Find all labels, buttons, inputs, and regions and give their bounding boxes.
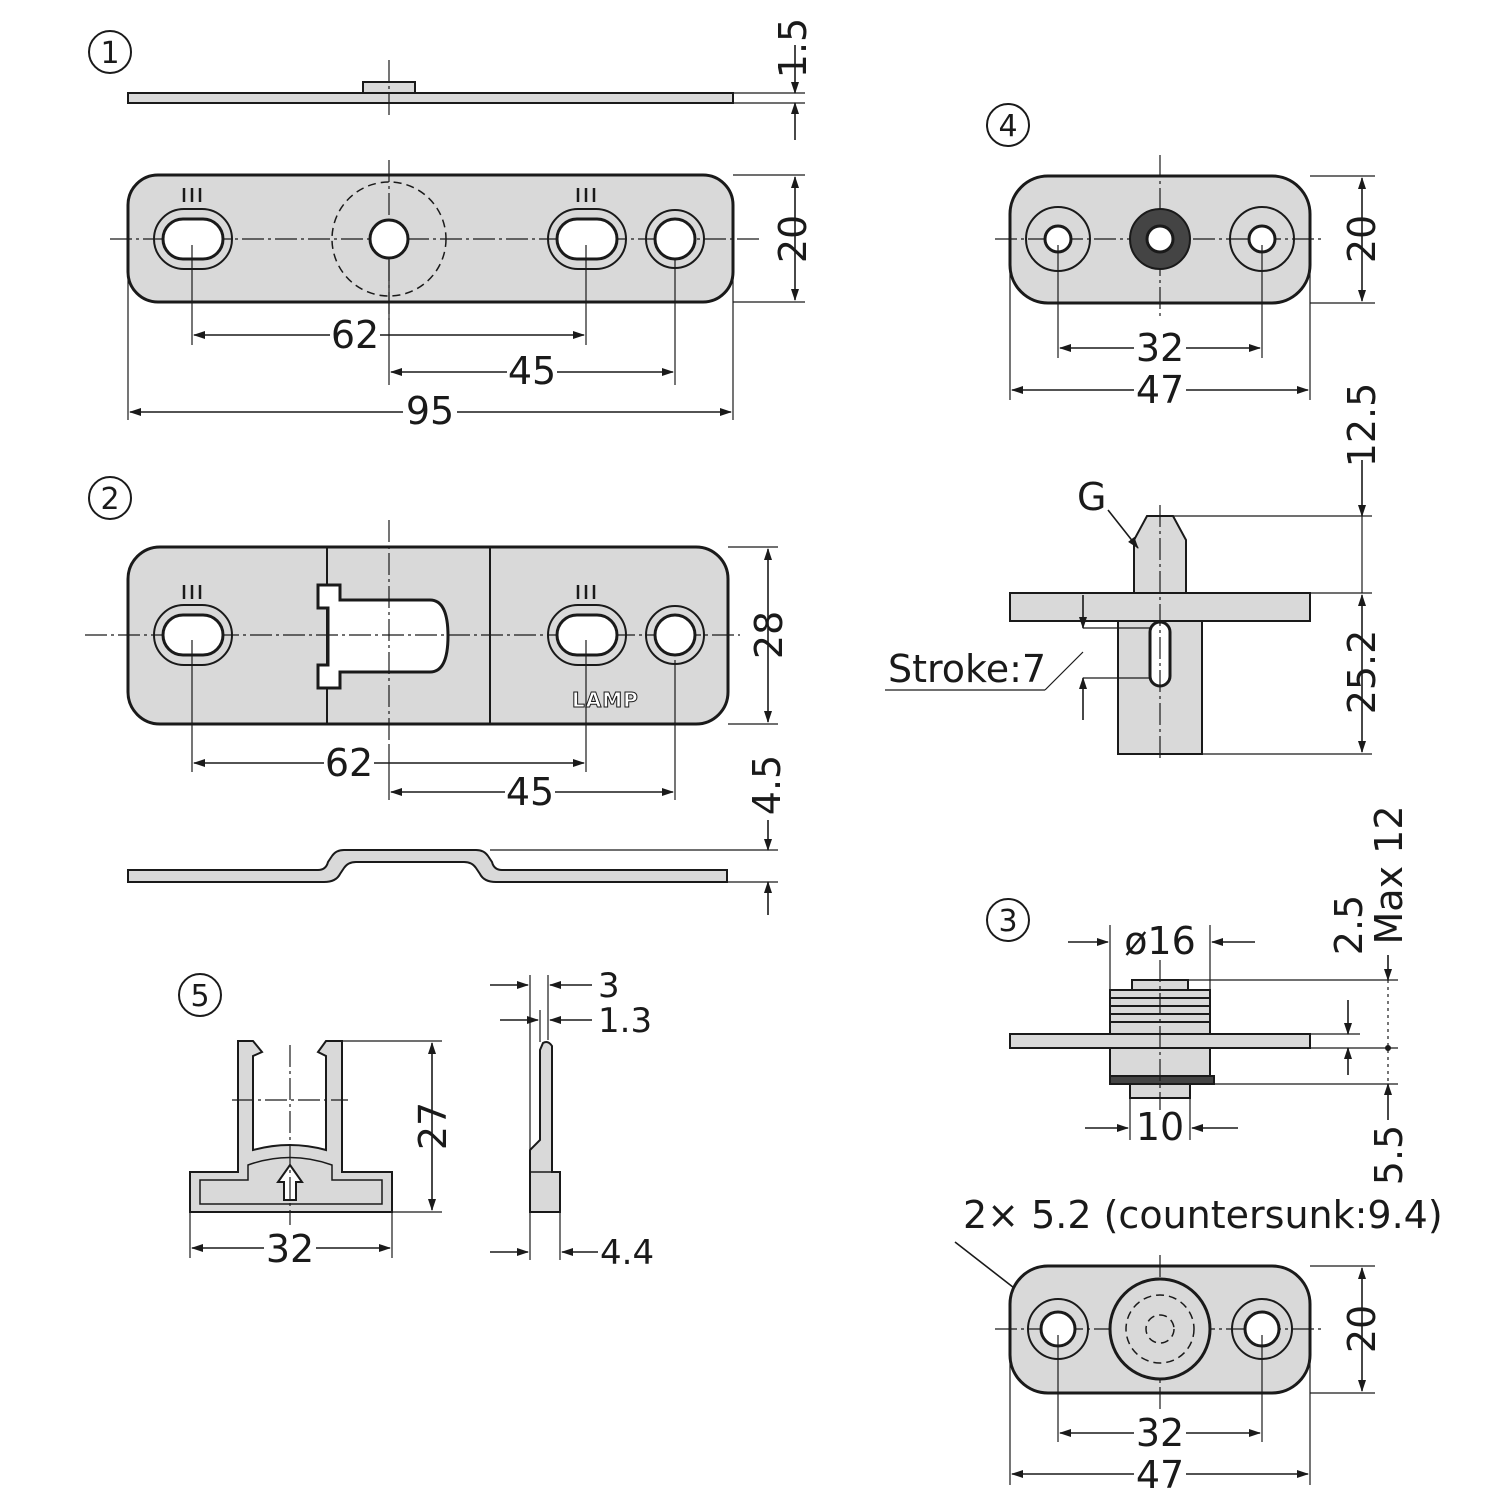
part4-pin-length-dim: 12.5 [1340, 383, 1384, 468]
part2-view: 2 LAMP 28 62 45 [85, 476, 791, 915]
part4-g-label: G [1077, 475, 1106, 519]
part1-height-dim: 20 [771, 215, 815, 263]
part5-inner-outline [199, 1156, 383, 1205]
part3-bore-outline [1125, 1294, 1195, 1364]
part4-callout-circle [986, 103, 1030, 147]
part4-callout: 4 [998, 109, 1017, 144]
part1-thickness-dim: 1.5 [771, 18, 815, 78]
part1-slot-ring-right [547, 208, 627, 270]
part3-hole-pitch-dim: 32 [1136, 1411, 1184, 1455]
part5-clip-body [189, 1040, 393, 1213]
part4-body-length-dim: 25.2 [1340, 630, 1384, 715]
part5-width-dim: 32 [266, 1227, 314, 1271]
part2-offset-dim: 4.5 [745, 755, 789, 815]
part2-slot-pitch-dim: 62 [325, 741, 373, 785]
part2-keyhole-slot [316, 583, 450, 690]
part2-callout: 2 [100, 482, 119, 517]
part3-stem-dim: 10 [1136, 1105, 1184, 1149]
part1-center-hole [368, 218, 410, 260]
part1-hole-pitch-dim: 45 [508, 349, 556, 393]
part1-index-marks-right [576, 188, 596, 202]
part2-hole-pitch-dim: 45 [506, 770, 554, 814]
part4-height-dim: 20 [1340, 215, 1384, 263]
part5-base-dim: 4.4 [600, 1233, 654, 1273]
part3-bottom-offset-dim: 5.5 [1367, 1125, 1411, 1185]
part3-housing-top [1108, 1277, 1212, 1381]
part1-view: 1 1.5 20 [88, 18, 815, 433]
part3-max-label: Max 12 [1367, 806, 1411, 945]
part3-pin-outline [1145, 1314, 1175, 1344]
part2-index-marks-right [576, 585, 596, 599]
part1-slot-ring-left [153, 208, 233, 270]
part2-height-dim: 28 [747, 611, 791, 659]
part5-tip-dim: 1.3 [598, 1001, 652, 1041]
part1-slot-left [161, 217, 225, 261]
part3-width-dim: 47 [1136, 1453, 1184, 1497]
part5-callout: 5 [190, 979, 209, 1014]
part3-callout: 3 [998, 904, 1017, 939]
part5-callout-circle [178, 973, 222, 1017]
part2-index-marks-left [182, 585, 202, 599]
part1-slot-pitch-dim: 62 [331, 313, 379, 357]
part5-side-profile [529, 1041, 561, 1213]
part5-view: 5 27 32 3 1.3 4.4 [178, 966, 654, 1273]
part5-width-top-dim: 3 [598, 966, 620, 1006]
part2-slot-ring-left [153, 604, 233, 666]
part3-flange-offset-dim: 2.5 [1327, 895, 1371, 955]
part2-logo: LAMP [572, 688, 639, 712]
part2-slot-ring-right [547, 604, 627, 666]
part2-hole [653, 613, 697, 657]
part4-hole-pitch-dim: 32 [1136, 326, 1184, 370]
part3-height-dim: 20 [1340, 1305, 1384, 1353]
part1-callout: 1 [100, 36, 119, 71]
part2-slot-right [555, 613, 619, 657]
part3-diameter-dim: ø16 [1124, 919, 1196, 963]
part2-side-profile [127, 849, 728, 883]
part2-slot-left [161, 613, 225, 657]
part2-callout-circle [88, 476, 132, 520]
part1-index-marks-left [182, 188, 202, 202]
part4-stroke-label: Stroke:7 [888, 647, 1046, 691]
part1-boss-outline [331, 181, 447, 297]
part3-nut [1109, 1075, 1215, 1085]
part1-side-plate [127, 92, 734, 104]
part1-hole [653, 217, 697, 261]
part3-hole-spec: 2× 5.2 (countersunk:9.4) [963, 1193, 1443, 1237]
part1-callout-circle [88, 30, 132, 74]
part3-view: 3 ø16 2.5 Max 12 5.5 [954, 806, 1443, 1497]
part4-pin-center [1145, 224, 1175, 254]
part1-slot-right [555, 217, 619, 261]
part5-height-dim: 27 [411, 1102, 455, 1150]
part4-width-dim: 47 [1136, 368, 1184, 412]
part1-length-dim: 95 [406, 389, 454, 433]
part4-view: 4 20 32 47 12.5 [885, 103, 1384, 760]
part3-callout-circle [986, 898, 1030, 942]
